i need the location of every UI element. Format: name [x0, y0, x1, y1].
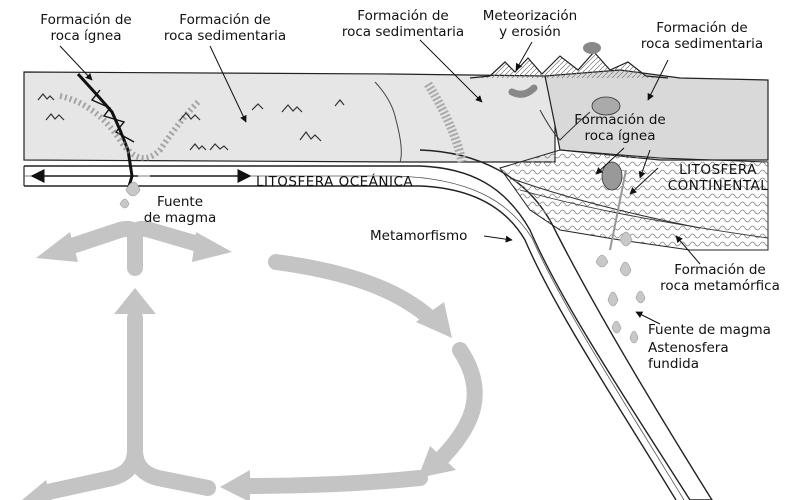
label-asthenosphere: Astenosfera fundida — [648, 340, 729, 372]
convection-arrows — [22, 220, 483, 500]
leader-lines — [59, 39, 701, 325]
label-oceanic-lithosphere: LITOSFERA OCEÁNICA — [256, 174, 414, 190]
label-sedimentary-right: Formación de roca sedimentaria — [640, 20, 764, 52]
label-sedimentary-left: Formación de roca sedimentaria — [163, 12, 287, 44]
label-weathering: Meteorización y erosión — [482, 8, 578, 40]
label-metamorphism: Metamorfismo — [370, 228, 468, 244]
label-igneous-left: Formación de roca ígnea — [40, 12, 132, 44]
continental-plate — [119, 42, 769, 344]
label-sedimentary-mid: Formación de roca sedimentaria — [341, 8, 465, 40]
label-igneous-right: Formación de roca ígnea — [574, 112, 666, 144]
label-magma-source-left: Fuente de magma — [143, 194, 217, 226]
label-continental-lithosphere: LITOSFERA CONTINENTAL — [667, 162, 769, 194]
label-magma-source-right: Fuente de magma — [648, 322, 771, 338]
label-metamorphic: Formación de roca metamórfica — [660, 262, 780, 294]
